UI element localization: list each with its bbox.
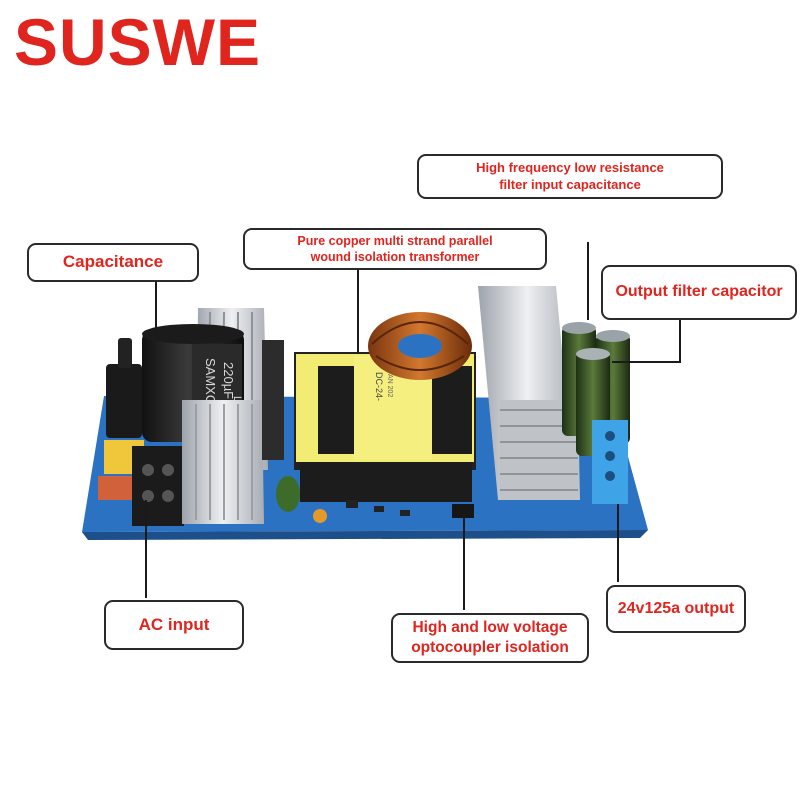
label-line: AC input [138,614,210,634]
label-optocoupler: High and low voltage optocoupler isolati… [391,613,589,663]
ac-terminal-block [132,446,184,526]
label-line: filter input capacitance [499,176,641,192]
label-output-filter-capacitor: Output filter capacitor [601,265,797,320]
label-high-frequency-capacitance: High frequency low resistance filter inp… [417,154,723,199]
black-fuse-holder [106,364,142,438]
toroid-inductor [368,312,472,380]
transformer-marking-1: DC-24- [374,372,384,401]
label-output: 24v125a output [606,585,746,633]
cap-value-text: 220µF [221,362,236,399]
label-line: wound isolation transformer [310,250,480,264]
label-line: 24v125a output [617,599,735,617]
optocoupler-chip [452,504,474,518]
left-heatsink-front [182,400,264,524]
label-line: High frequency low resistance [476,159,664,175]
pcb-edge [82,530,648,540]
brand-logo: SUSWE [14,5,262,79]
label-line: Capacitance [62,252,164,272]
output-terminal-block [592,420,628,504]
callout-lines [145,242,681,610]
label-line: High and low voltage [412,618,568,636]
label-ac-input: AC input [104,600,244,650]
small-green-cap [276,476,300,512]
label-transformer: Pure copper multi strand parallel wound … [243,228,547,270]
label-capacitance: Capacitance [27,243,199,282]
transformer-marking-2: AN 202 [386,374,393,397]
label-line: Pure copper multi strand parallel [297,233,493,248]
right-heatsink [478,286,580,500]
orange-part [313,509,327,523]
label-line: optocoupler isolation [411,639,569,656]
label-line: Output filter capacitor [615,283,783,301]
isolation-transformer: DC-24- AN 202 [294,352,476,502]
